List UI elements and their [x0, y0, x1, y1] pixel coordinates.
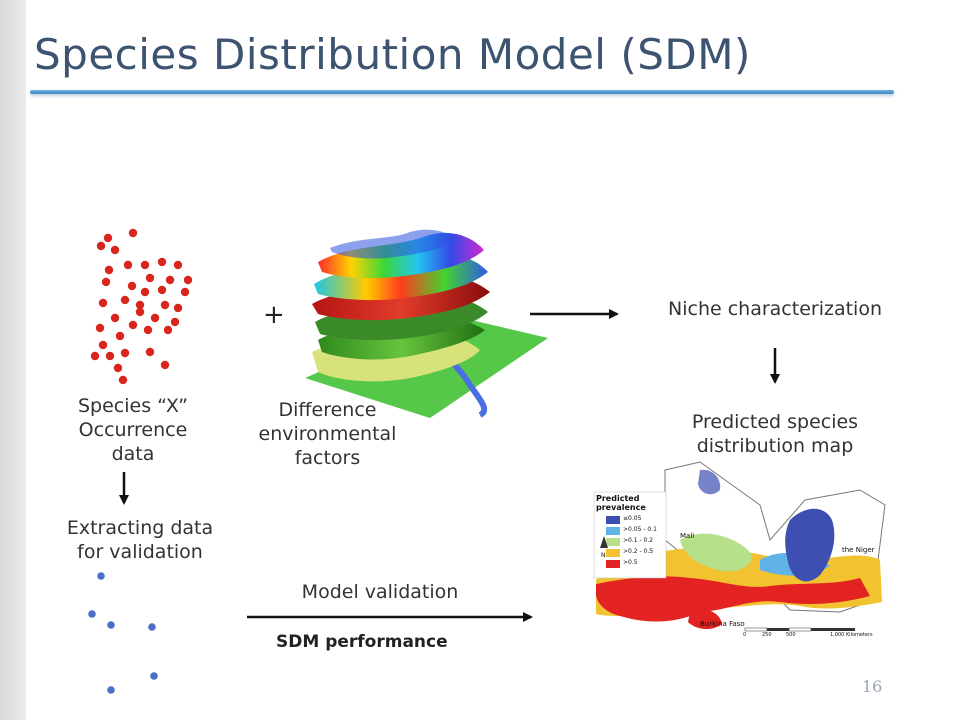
map-label-burkina: Burkina Faso: [700, 620, 745, 628]
map-scale-250: 250: [762, 632, 772, 638]
occurrence-point: [98, 298, 108, 308]
occurrence-point: [101, 277, 111, 287]
occurrence-point: [110, 313, 120, 323]
occurrence-point: [95, 323, 105, 333]
map-region-low: [785, 508, 835, 582]
legend-swatch: [606, 560, 620, 568]
validation-point: [150, 672, 158, 680]
occurrence-point: [145, 347, 155, 357]
occurrence-point: [110, 245, 120, 255]
north-arrow-icon: [600, 536, 608, 548]
map-region-high: [596, 576, 870, 622]
plus-sign: +: [263, 300, 285, 330]
occurrence-point: [145, 273, 155, 283]
validation-point: [97, 572, 105, 580]
page-number: 16: [862, 677, 883, 696]
map-legend-title: Predicted prevalence: [596, 494, 646, 512]
occurrence-point: [150, 313, 160, 323]
legend-label: >0.05 - 0.1: [623, 526, 657, 533]
occurrence-point: [105, 351, 115, 361]
occurrence-point: [135, 300, 145, 310]
occurrence-point: [160, 360, 170, 370]
legend-label: >0.2 - 0.5: [623, 548, 654, 555]
slide-side-bar: [0, 0, 26, 720]
map-scale-500: 500: [786, 632, 796, 638]
environmental-layers-graphic: [305, 229, 548, 418]
occurrence-point: [140, 287, 150, 297]
occurrence-point: [113, 363, 123, 373]
occurrence-point: [128, 228, 138, 238]
legend-swatch: [606, 516, 620, 524]
occurrence-point: [127, 281, 137, 291]
map-label-niger: the Niger: [842, 546, 875, 554]
map-north-label: N: [601, 552, 606, 559]
legend-label: >0.1 - 0.2: [623, 537, 654, 544]
occurrence-point: [165, 275, 175, 285]
validation-point: [148, 623, 156, 631]
validation-points: [88, 572, 158, 694]
legend-swatch: [606, 527, 620, 535]
predicted-distribution-map: [593, 461, 886, 632]
map-scale-0: 0: [743, 632, 747, 638]
occurrence-point: [135, 307, 145, 317]
extracting-label: Extracting data for validation: [66, 517, 214, 563]
occurrence-point: [103, 233, 113, 243]
environment-label: Difference environmental factors: [258, 399, 397, 469]
title-underline: [30, 90, 894, 94]
legend-label: ≤0.05: [623, 515, 642, 522]
validation-point: [88, 610, 96, 618]
occurrence-point: [128, 320, 138, 330]
occurrence-point: [160, 300, 170, 310]
occurrence-point: [173, 303, 183, 313]
occurrence-point: [90, 351, 100, 361]
occurrence-points: [90, 228, 193, 385]
occurrence-point: [157, 285, 167, 295]
occurrence-point: [123, 260, 133, 270]
sdm-performance-label: SDM performance: [276, 632, 448, 652]
legend-swatch: [606, 538, 620, 546]
occurrence-point: [173, 260, 183, 270]
map-label-mali: Mali: [680, 532, 695, 540]
occurrence-point: [180, 287, 190, 297]
slide-title: Species Distribution Model (SDM): [34, 30, 751, 79]
occurrence-point: [183, 275, 193, 285]
model-validation-label: Model validation: [301, 581, 459, 603]
occurrence-point: [170, 317, 180, 327]
validation-point: [107, 621, 115, 629]
occurrence-point: [118, 375, 128, 385]
occurrence-point: [163, 325, 173, 335]
validation-point: [107, 686, 115, 694]
occurrence-point: [120, 348, 130, 358]
occurrence-point: [157, 257, 167, 267]
occurrence-point: [96, 241, 106, 251]
occurrence-point: [140, 260, 150, 270]
occurrence-point: [115, 331, 125, 341]
occurrence-label: Species “X” Occurrence data: [78, 395, 188, 465]
occurrence-point: [104, 265, 114, 275]
occurrence-point: [143, 325, 153, 335]
occurrence-point: [98, 340, 108, 350]
predicted-label: Predicted species distribution map: [691, 411, 859, 457]
niche-label: Niche characterization: [668, 298, 882, 320]
occurrence-point: [120, 295, 130, 305]
legend-swatch: [606, 549, 620, 557]
map-scale-1000: 1,000 Kilometers: [830, 632, 873, 638]
legend-label: >0.5: [623, 559, 638, 566]
